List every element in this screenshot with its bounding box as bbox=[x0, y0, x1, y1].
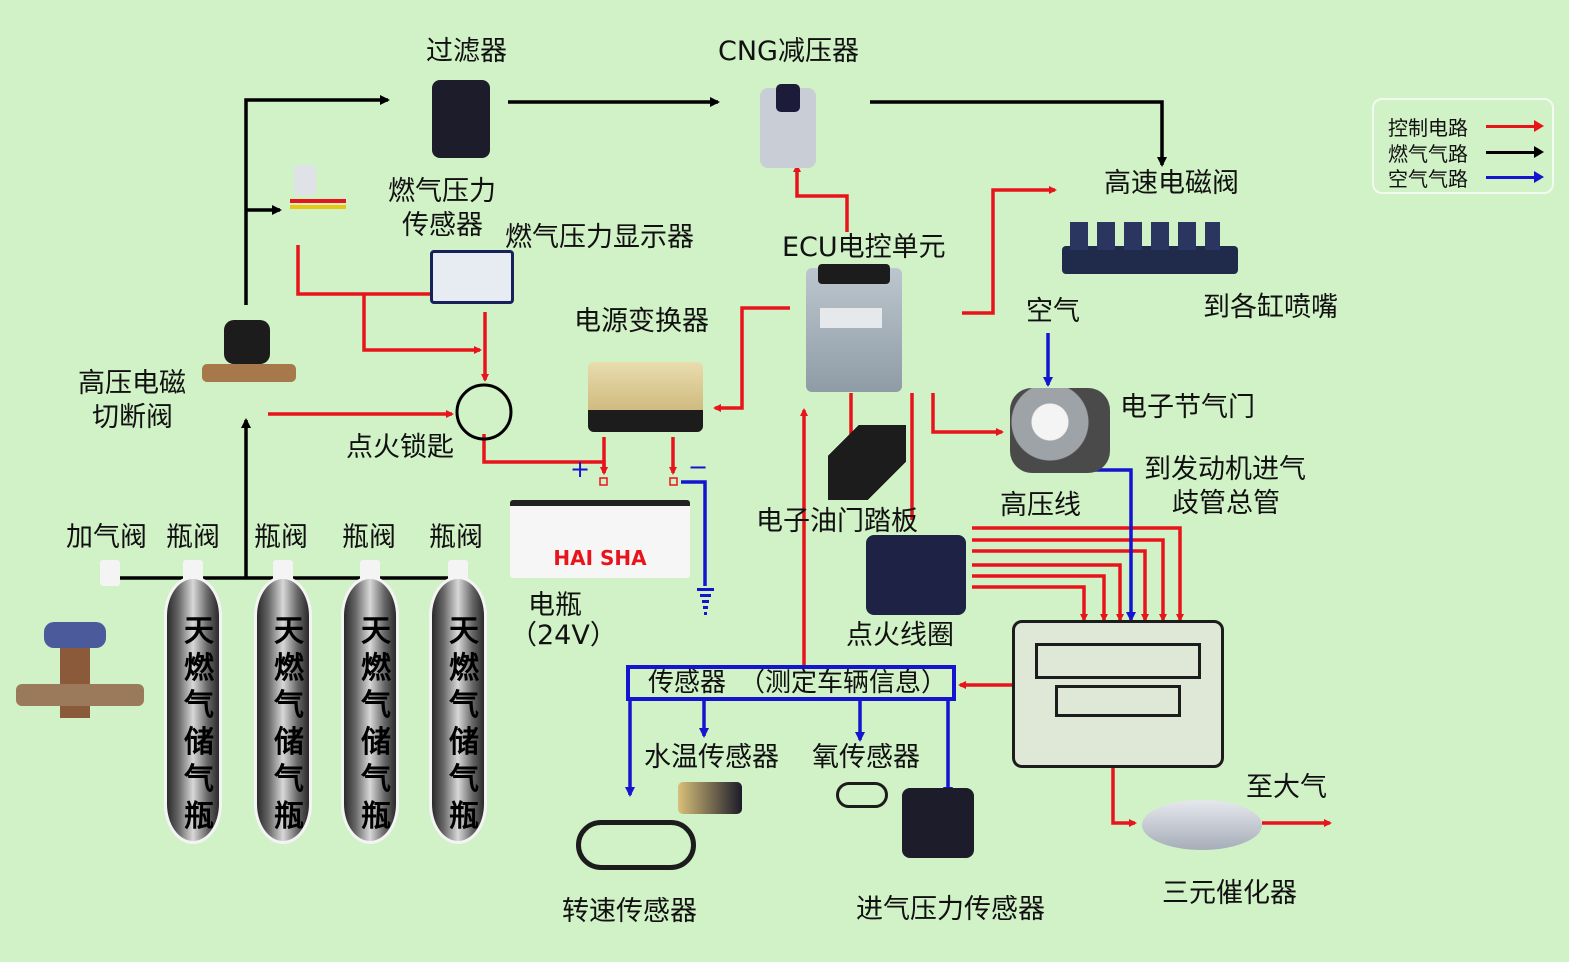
ecu-icon bbox=[806, 264, 902, 392]
air-label: 空气 bbox=[1026, 296, 1080, 327]
legend-item-air: 空气气路 bbox=[1388, 163, 1544, 192]
filling-valve-label: 加气阀 bbox=[66, 522, 147, 553]
legend-item-control: 控制电路 bbox=[1388, 112, 1544, 141]
reducer-to-valve-line bbox=[870, 100, 1167, 167]
speed-sensor-icon bbox=[576, 820, 696, 870]
ignition-coil-label: 点火线圈 bbox=[846, 620, 954, 651]
legend: 控制电路 燃气气路 空气气路 bbox=[1372, 98, 1554, 194]
ground-icon bbox=[697, 588, 714, 615]
cng-reducer-icon bbox=[760, 84, 816, 168]
legend-label: 控制电路 bbox=[1388, 116, 1468, 140]
gas-cylinder: 天燃气储气瓶 bbox=[254, 576, 312, 844]
speed-sensor-label: 转速传感器 bbox=[562, 896, 697, 927]
to-intake-label-1: 到发动机进气 bbox=[1144, 454, 1306, 485]
catalytic-converter-label: 三元催化器 bbox=[1162, 878, 1297, 909]
black-arrow-icon bbox=[1486, 146, 1544, 158]
blue-arrow-icon bbox=[1486, 171, 1544, 183]
battery-icon: HAI SHA bbox=[510, 500, 690, 578]
power-converter-label: 电源变换器 bbox=[574, 306, 709, 337]
cylinder-label: 天燃气储气瓶 bbox=[449, 614, 479, 834]
gas-pressure-display-label: 燃气压力显示器 bbox=[505, 222, 694, 253]
filter-icon bbox=[432, 80, 490, 158]
ecu-label: ECU电控单元 bbox=[782, 232, 946, 263]
high-pressure-valve-icon bbox=[196, 320, 296, 390]
gas-cylinder: 天燃气储气瓶 bbox=[341, 576, 399, 844]
oxygen-sensor-icon bbox=[836, 782, 888, 808]
cylinder-label: 天燃气储气瓶 bbox=[274, 614, 304, 834]
gas-pressure-sensor-label-2: 传感器 bbox=[402, 210, 483, 241]
oxygen-sensor-label: 氧传感器 bbox=[812, 742, 920, 773]
bottle-valve-label-1: 瓶阀 bbox=[166, 522, 220, 553]
high-pressure-valve-label-2: 切断阀 bbox=[92, 402, 173, 433]
ignition-key-label: 点火锁匙 bbox=[346, 432, 454, 463]
gas-to-filter-line bbox=[244, 95, 390, 305]
high-speed-valve-label: 高速电磁阀 bbox=[1104, 168, 1239, 199]
red-arrow-icon bbox=[1486, 120, 1544, 132]
water-temp-sensor-label: 水温传感器 bbox=[644, 742, 779, 773]
battery-brand: HAI SHA bbox=[553, 546, 647, 570]
throttle-pedal-icon bbox=[828, 425, 906, 500]
to-nozzles-label: 到各缸喷嘴 bbox=[1203, 292, 1338, 323]
throttle-pedal-label: 电子油门踏板 bbox=[756, 506, 918, 537]
sensors-box: 传感器 （测定车辆信息） bbox=[626, 665, 956, 701]
gas-cylinder: 天燃气储气瓶 bbox=[164, 576, 222, 844]
sensor-to-display-line bbox=[296, 245, 485, 296]
gas-pressure-display-icon bbox=[430, 250, 514, 304]
filter-label: 过滤器 bbox=[426, 36, 507, 67]
battery-label-1: 电瓶 bbox=[528, 590, 582, 621]
intake-pressure-sensor-icon bbox=[902, 788, 974, 858]
cylinder-label: 天燃气储气瓶 bbox=[361, 614, 391, 834]
to-intake-label-2: 歧管总管 bbox=[1172, 488, 1280, 519]
battery-label-2: （24V） bbox=[510, 620, 617, 651]
high-speed-valve-icon bbox=[1062, 222, 1238, 282]
minus-sign: − bbox=[688, 453, 709, 481]
legend-item-fuel: 燃气气路 bbox=[1388, 138, 1544, 167]
ignition-coil-icon bbox=[866, 535, 966, 615]
high-voltage-wire-label: 高压线 bbox=[1000, 490, 1081, 521]
bottle-valve-label-2: 瓶阀 bbox=[254, 522, 308, 553]
plus-sign: + bbox=[570, 455, 591, 483]
intake-pressure-sensor-label: 进气压力传感器 bbox=[856, 894, 1045, 925]
cng-reducer-label: CNG减压器 bbox=[718, 36, 859, 67]
catalytic-converter-icon bbox=[1142, 800, 1262, 850]
bottle-valve-label-4: 瓶阀 bbox=[429, 522, 483, 553]
gas-pressure-sensor-icon bbox=[290, 165, 346, 220]
ignition-key-icon bbox=[455, 383, 513, 441]
electronic-throttle-icon bbox=[1010, 388, 1110, 473]
to-atmosphere-label: 至大气 bbox=[1246, 772, 1327, 803]
electronic-throttle-label: 电子节气门 bbox=[1120, 392, 1255, 423]
filling-valve-top bbox=[100, 560, 120, 586]
cylinder-label: 天燃气储气瓶 bbox=[184, 614, 214, 834]
gas-pressure-sensor-label-1: 燃气压力 bbox=[388, 176, 496, 207]
gas-cylinder: 天燃气储气瓶 bbox=[429, 576, 487, 844]
engine-icon bbox=[1012, 620, 1224, 768]
legend-label: 空气气路 bbox=[1388, 167, 1468, 191]
bottle-valve-label-3: 瓶阀 bbox=[342, 522, 396, 553]
high-pressure-valve-label-1: 高压电磁 bbox=[78, 368, 186, 399]
filling-valve-icon bbox=[16, 622, 144, 742]
legend-label: 燃气气路 bbox=[1388, 142, 1468, 166]
power-converter-icon bbox=[588, 362, 703, 432]
water-temp-sensor-icon bbox=[678, 782, 742, 814]
control-circuit-lines bbox=[268, 164, 1332, 827]
